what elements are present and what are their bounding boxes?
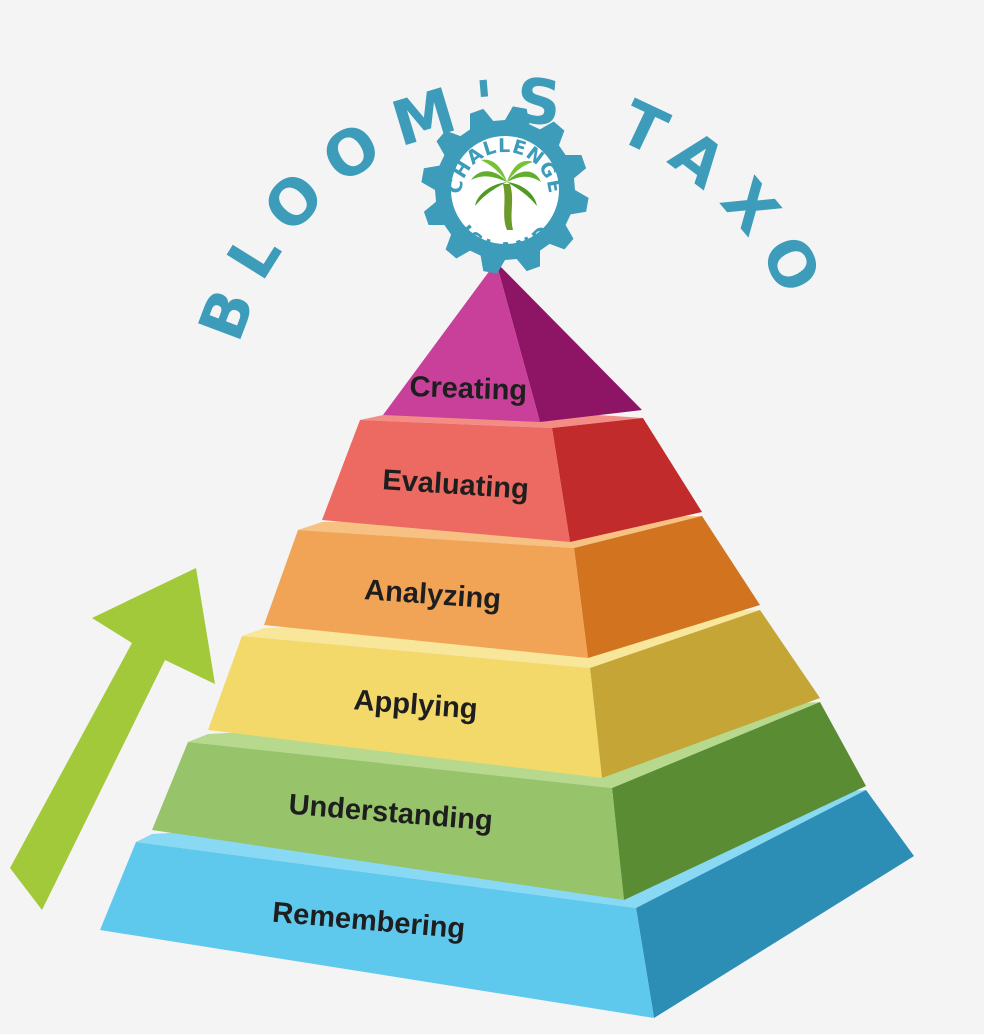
tier-understanding: Understanding <box>152 702 866 900</box>
tier-label-creating: Creating <box>409 371 528 407</box>
tier-creating-side-face <box>496 262 642 422</box>
palm-tree-icon <box>471 159 541 230</box>
tier-evaluating-front-face <box>322 420 570 542</box>
tier-evaluating-side-face <box>552 418 702 542</box>
pyramid: RememberingUnderstandingApplyingAnalyzin… <box>100 262 914 1018</box>
tier-understanding-side-face <box>612 702 866 900</box>
tier-creating: Creating <box>383 262 642 422</box>
up-arrow-icon <box>10 568 215 910</box>
tier-remembering-front-face <box>100 842 654 1018</box>
tier-remembering-side-face <box>636 790 914 1018</box>
tier-applying-front-face <box>208 636 602 778</box>
tier-creating-front-face <box>383 262 540 422</box>
tier-analyzing-side-face <box>574 516 760 658</box>
challenge-island-logo: CHALLENGE ISLAND <box>421 106 589 274</box>
tier-analyzing-front-face <box>264 530 588 658</box>
tier-evaluating: Evaluating <box>322 414 702 542</box>
diagram-title: BLOOM'S TAXONOMY <box>0 0 844 350</box>
tier-understanding-front-face <box>152 742 624 900</box>
tier-applying-side-face <box>590 610 820 778</box>
tier-analyzing: Analyzing <box>264 516 760 658</box>
